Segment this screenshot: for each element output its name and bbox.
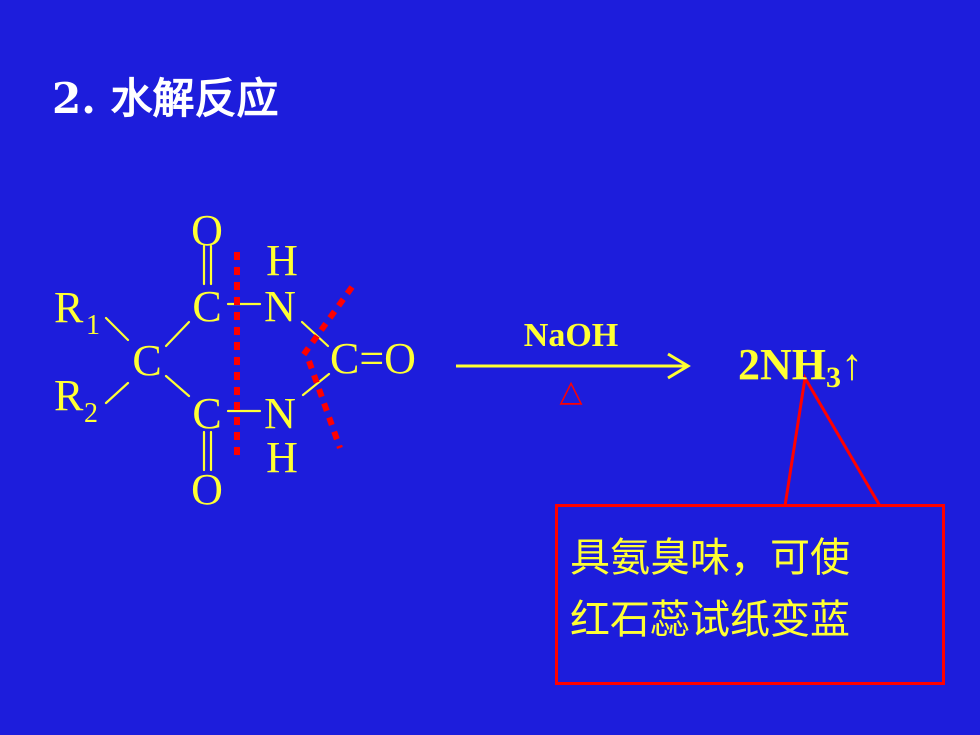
- callout-box: 具氨臭味，可使 红石蕊试纸变蓝: [555, 504, 945, 685]
- callout-pointer: [783, 373, 882, 507]
- atom-h-top: H: [266, 236, 298, 285]
- slide-title: 2. 水解反应: [52, 74, 279, 123]
- atom-c-center: C: [132, 336, 161, 385]
- bond-n-c-top: [300, 320, 330, 348]
- atom-o-top: O: [191, 206, 223, 255]
- product-gas-arrow: ↑: [841, 340, 863, 389]
- callout-line-1: 具氨臭味，可使: [570, 535, 850, 581]
- callout-line-2: 红石蕊试纸变蓝: [570, 597, 850, 643]
- atom-c-bottom: C: [192, 389, 221, 438]
- atom-c-top: C: [192, 282, 221, 331]
- reagent-label: NaOH: [524, 317, 618, 354]
- product-formula: 2NH3↑: [738, 340, 863, 394]
- heat-symbol: △: [559, 374, 582, 409]
- atom-o-bottom: O: [191, 465, 223, 514]
- bond-n-c-bottom: [301, 372, 331, 397]
- bond-c-ctop: [164, 320, 191, 348]
- substituent-r1-subscript: 1: [86, 310, 100, 341]
- bond-r1: [104, 316, 130, 342]
- atom-n-top: N: [264, 282, 296, 331]
- substituent-r2-subscript: 2: [84, 398, 98, 429]
- substituent-r2: R: [54, 371, 84, 420]
- bond-r2: [104, 381, 130, 405]
- cleavage-line-diagonal-2: [306, 359, 343, 450]
- product-subscript: 3: [826, 361, 841, 394]
- bond-c-cbottom: [164, 374, 191, 398]
- product-prefix: 2NH: [738, 340, 826, 389]
- reaction-arrow-head: [667, 352, 691, 380]
- atom-h-bottom: H: [266, 433, 298, 482]
- substituent-r1: R: [54, 283, 84, 332]
- atom-carbonyl-right: C=O: [330, 334, 416, 383]
- atom-n-bottom: N: [264, 389, 296, 438]
